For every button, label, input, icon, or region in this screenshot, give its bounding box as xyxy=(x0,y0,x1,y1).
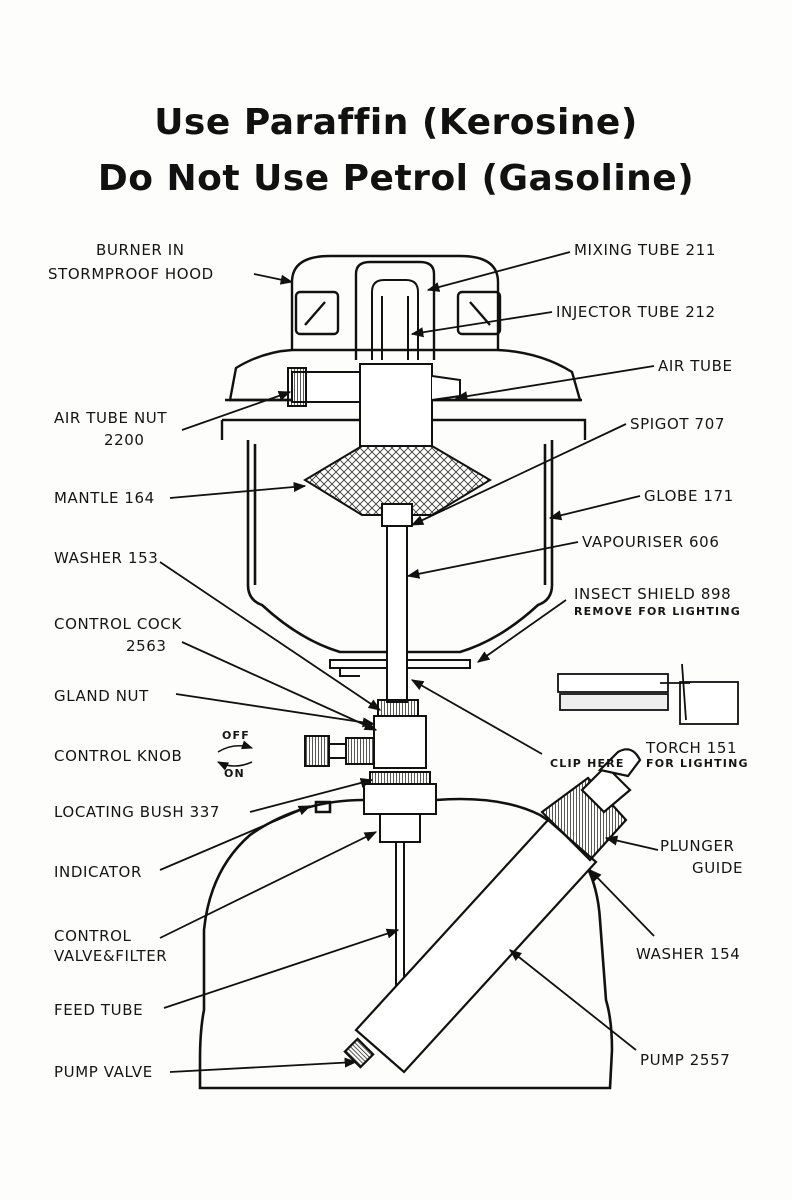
label-on: ON xyxy=(224,767,245,780)
mantle-drawing xyxy=(303,445,492,527)
label-burner-line1: BURNER IN xyxy=(96,241,185,259)
label-washer-154: WASHER 154 xyxy=(636,945,741,963)
label-control-knob: CONTROL KNOB xyxy=(54,747,183,765)
label-air-tube-nut-line1: AIR TUBE NUT xyxy=(54,409,168,427)
label-control-valve-line2: VALVE&FILTER xyxy=(54,947,168,965)
vapouriser-drawing xyxy=(386,525,408,703)
stormproof-hood xyxy=(220,254,587,440)
label-pump-valve: PUMP VALVE xyxy=(54,1063,153,1081)
label-control-cock-line2: 2563 xyxy=(126,637,167,655)
air-tube-drawing xyxy=(287,363,461,447)
label-spigot: SPIGOT 707 xyxy=(630,415,725,433)
insect-shield-drawing xyxy=(329,659,471,677)
torch-drawing xyxy=(557,663,739,725)
label-off: OFF xyxy=(222,729,250,742)
title-line-1: Use Paraffin (Kerosine) xyxy=(154,102,638,143)
label-plunger-guide-line2: GUIDE xyxy=(692,859,744,877)
label-control-cock-line1: CONTROL COCK xyxy=(54,615,182,633)
label-clip-here: CLIP HERE xyxy=(550,757,625,770)
label-washer-153: WASHER 153 xyxy=(54,549,159,567)
label-burner-line2: STORMPROOF HOOD xyxy=(48,265,214,283)
leader-lines xyxy=(159,251,659,1073)
label-vapouriser: VAPOURISER 606 xyxy=(582,533,720,551)
label-locating-bush: LOCATING BUSH 337 xyxy=(54,803,221,821)
label-torch: TORCH 151 xyxy=(646,739,738,757)
label-indicator: INDICATOR xyxy=(54,863,142,881)
mixing-tube-drawing xyxy=(371,279,419,360)
label-insect-shield: INSECT SHIELD 898 xyxy=(574,585,732,603)
label-mantle: MANTLE 164 xyxy=(54,489,155,507)
knob-direction-arrows xyxy=(216,740,254,771)
control-assembly xyxy=(304,699,437,843)
label-air-tube: AIR TUBE xyxy=(658,357,733,375)
label-air-tube-nut-line2: 2200 xyxy=(104,431,145,449)
label-for-lighting: FOR LIGHTING xyxy=(646,757,749,770)
label-pump: PUMP 2557 xyxy=(640,1051,731,1069)
label-control-valve-line1: CONTROL xyxy=(54,927,132,945)
title-line-2: Do Not Use Petrol (Gasoline) xyxy=(97,158,695,199)
fount-drawing xyxy=(198,797,614,1090)
label-injector-tube: INJECTOR TUBE 212 xyxy=(556,303,716,321)
label-plunger-guide-line1: PLUNGER xyxy=(660,837,735,855)
label-mixing-tube: MIXING TUBE 211 xyxy=(574,241,716,259)
label-globe: GLOBE 171 xyxy=(644,487,734,505)
label-feed-tube: FEED TUBE xyxy=(54,1001,144,1019)
label-gland-nut: GLAND NUT xyxy=(54,687,149,705)
label-remove-for-lighting: REMOVE FOR LIGHTING xyxy=(574,605,741,618)
